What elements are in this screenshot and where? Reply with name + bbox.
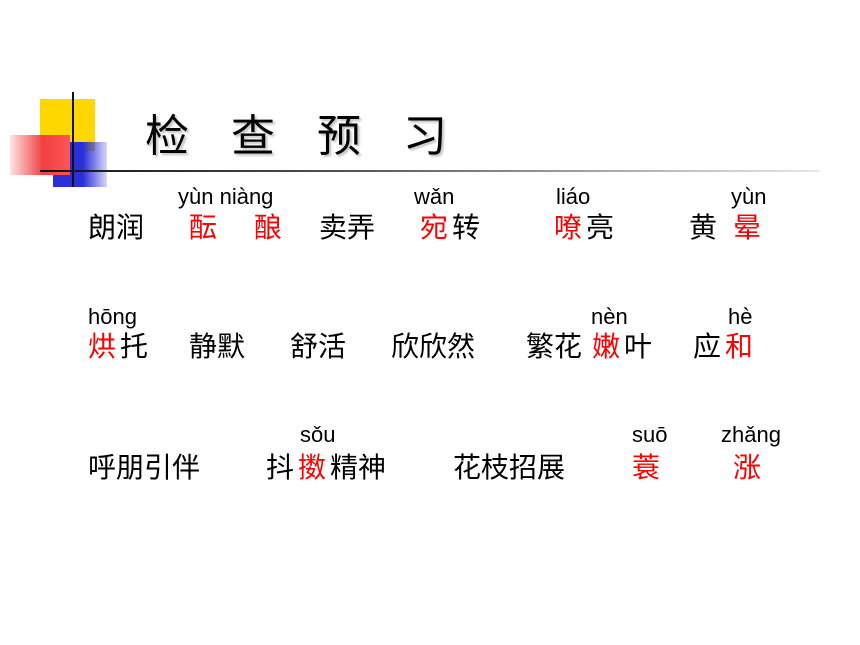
decor-red-square [10, 135, 70, 175]
char-suo: 蓑 [632, 451, 661, 484]
word-jingshen: 精神 [330, 451, 387, 484]
char-niang: 酿 [254, 211, 283, 244]
char-he: 和 [725, 330, 754, 363]
pinyin-yun-niang: yùn niàng [178, 184, 274, 209]
word-maineng: 卖弄 [319, 211, 376, 244]
pinyin-liao: liáo [556, 184, 591, 209]
pinyin-nen: nèn [591, 304, 628, 329]
word-langrun: 朗润 [88, 211, 145, 244]
word-huazhizhaozhan: 花枝招展 [453, 451, 566, 484]
pinyin-wan: wǎn [414, 184, 455, 209]
char-zhuan: 转 [452, 211, 481, 244]
char-liang: 亮 [586, 211, 615, 244]
char-zhang: 涨 [733, 451, 762, 484]
page-title: 检 查 预 习 [145, 111, 461, 162]
char-wan: 宛 [420, 211, 449, 244]
word-shuhuo: 舒活 [290, 330, 347, 363]
char-huang: 黄 [689, 211, 718, 244]
pinyin-sou: sǒu [300, 422, 336, 447]
pinyin-zhang: zhǎng [721, 422, 781, 447]
char-hong: 烘 [88, 330, 117, 363]
char-yun: 酝 [189, 211, 218, 244]
word-xinxinran: 欣欣然 [391, 330, 476, 363]
pinyin-suo: suō [632, 422, 668, 447]
word-fanhua: 繁花 [526, 330, 583, 363]
word-jingmo: 静默 [189, 330, 246, 363]
char-ying: 应 [693, 330, 722, 363]
pinyin-he: hè [728, 304, 753, 329]
pinyin-yun: yùn [731, 184, 767, 209]
pinyin-hong: hōng [88, 304, 137, 329]
char-dou: 抖 [266, 451, 295, 484]
char-sou: 擞 [298, 451, 327, 484]
char-tuo: 托 [120, 330, 149, 363]
char-yun2: 晕 [733, 211, 762, 244]
char-liao: 嘹 [554, 211, 583, 244]
word-hupengyinban: 呼朋引伴 [88, 451, 201, 484]
char-ye: 叶 [624, 330, 653, 363]
decor-vertical-line [72, 92, 74, 187]
title-underline [40, 170, 820, 172]
char-nen: 嫩 [592, 330, 621, 363]
